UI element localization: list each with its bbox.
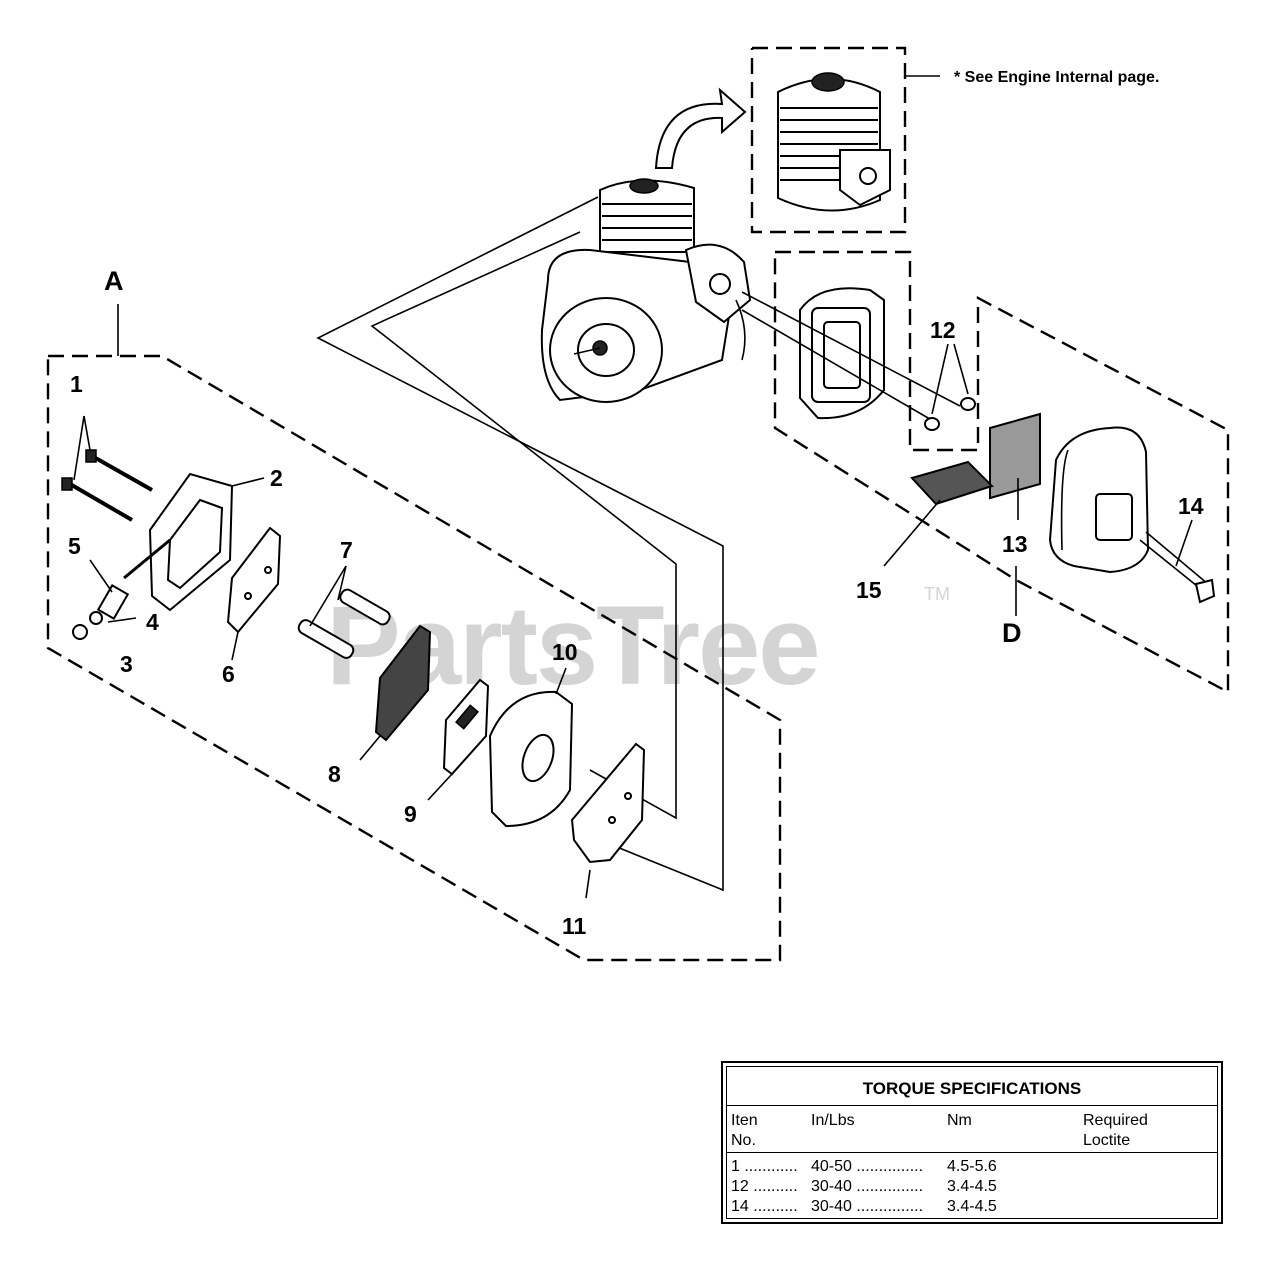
row-inlbs: 30-40 ............... (811, 1178, 924, 1195)
header-loctite-line2: Loctite (1083, 1132, 1131, 1149)
part-10-muffler (488, 667, 574, 828)
cylinder-part (777, 72, 891, 212)
part-6-gasket (226, 526, 282, 661)
torque-table-inner: TORQUE SPECIFICATIONS Iten No. In/Lbs Nm… (726, 1066, 1218, 1219)
parts-3-4-5-hardware (72, 538, 171, 640)
header-loctite-line1: Required (1083, 1112, 1148, 1129)
air-filter-mount-part (741, 287, 961, 423)
part-13-filter (989, 412, 1041, 520)
torque-table-title: TORQUE SPECIFICATIONS (862, 1079, 1082, 1098)
header-item-line2: No. (731, 1132, 756, 1149)
callout-7: 7 (340, 537, 353, 563)
mount-group-box (773, 250, 1230, 694)
row-nm: 3.4-4.5 (947, 1178, 997, 1195)
part-9-baffle (427, 678, 490, 801)
group-label-d: D (1002, 618, 1022, 648)
callout-11: 11 (562, 913, 587, 939)
row-item: 12 .......... (731, 1178, 798, 1195)
callout-12: 12 (930, 317, 956, 343)
header-item: Iten No. (731, 1111, 758, 1151)
row-inlbs: 40-50 ............... (811, 1158, 924, 1175)
header-item-line1: Iten (731, 1112, 758, 1129)
callout-4: 4 (146, 609, 159, 635)
torque-specifications-table: TORQUE SPECIFICATIONS Iten No. In/Lbs Nm… (721, 1061, 1223, 1224)
row-nm: 3.4-4.5 (947, 1198, 997, 1215)
callout-9: 9 (404, 801, 417, 827)
header-inlbs: In/Lbs (811, 1112, 855, 1129)
header-nm: Nm (947, 1112, 972, 1129)
row-item: 1 ............ (731, 1158, 798, 1175)
part-11-plate (570, 742, 646, 899)
callout-8: 8 (328, 761, 341, 787)
row-item: 14 .......... (731, 1198, 798, 1215)
group-label-a: A (104, 266, 124, 296)
callout-10: 10 (552, 639, 578, 665)
engine-assembly (540, 178, 752, 403)
row-nm: 4.5-5.6 (947, 1158, 997, 1175)
part-14-air-filter-cover (1015, 426, 1216, 616)
part-2-frame (148, 472, 265, 612)
row-inlbs: 30-40 ............... (811, 1198, 924, 1215)
curved-arrow-icon (654, 87, 747, 169)
callout-15: 15 (856, 577, 882, 603)
watermark-tm: TM (924, 584, 950, 604)
header-loctite: Required Loctite (1083, 1111, 1148, 1151)
alignment-lines-engine (316, 196, 724, 892)
engine-internal-box (750, 46, 940, 234)
callout-5: 5 (68, 533, 81, 559)
torque-table-rule (727, 1105, 1217, 1106)
part-8-screen (359, 624, 432, 761)
engine-internal-note: * See Engine Internal page. (954, 69, 1159, 86)
callout-14: 14 (1178, 493, 1204, 519)
callout-3: 3 (120, 651, 133, 677)
part-15-foam (883, 460, 994, 567)
group-a-box (46, 304, 782, 962)
callout-6: 6 (222, 661, 235, 687)
callout-13: 13 (1002, 531, 1028, 557)
part-12-washers (924, 343, 976, 431)
callout-1: 1 (70, 371, 83, 397)
callout-2: 2 (270, 465, 283, 491)
torque-table-rule-2 (727, 1152, 1217, 1153)
part-1-bolts (61, 415, 153, 522)
part-7-spacers (297, 565, 391, 659)
